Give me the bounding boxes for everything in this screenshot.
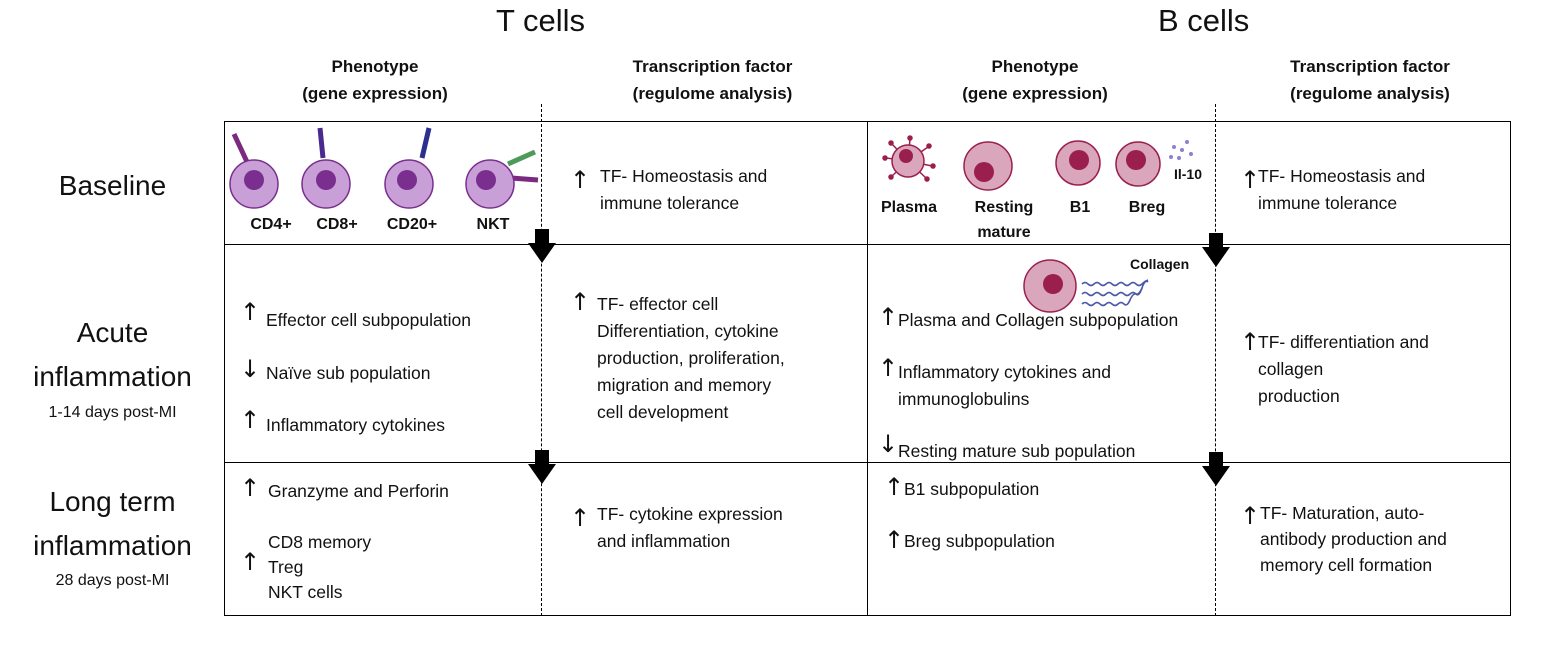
long-b-item-2: Breg subpopulation [904,531,1055,551]
up-arrow-icon: ↑ [240,474,261,502]
cd8-label: CD8+ [316,216,358,233]
nkt-cell-icon [465,149,539,209]
long-b-tf: TF- Maturation, auto-antibody production… [1260,503,1447,575]
nkt-label: NKT [476,216,510,233]
collagen-label: Collagen [1130,256,1190,272]
row-sub-long: 28 days post-MI [55,572,170,589]
b1-label: B1 [1069,199,1091,216]
up-arrow-icon: ↑ [1240,328,1261,356]
up-arrow-icon: ↑ [570,504,591,532]
collagen-cell-icon [1023,259,1077,313]
acute-b-item-3: Resting mature sub population [898,441,1136,461]
up-arrow-icon: ↑ [1240,502,1261,530]
b-tf-header: Transcription factor(regulome analysis) [1290,57,1450,103]
cd20-cell-icon [384,127,434,209]
up-arrow-icon: ↑ [878,303,899,331]
acute-t-item-2: Naïve sub population [266,363,431,383]
down-arrow-icon: ↓ [878,430,899,458]
down-arrow-icon [1202,452,1230,486]
collagen-cell-illustration [1023,259,1149,313]
up-arrow-icon: ↑ [240,406,261,434]
plasma-cell-icon [882,135,936,182]
resting-mature-cell-icon [963,141,1013,191]
down-arrow-icon [528,450,556,484]
down-arrow-icon: ↓ [240,355,261,383]
acute-t-item-3: Inflammatory cytokines [266,415,445,435]
acute-t-item-1: Effector cell subpopulation [266,310,471,330]
long-b-item-1: B1 subpopulation [904,479,1040,499]
cd4-label: CD4+ [250,216,292,233]
up-arrow-icon: ↑ [570,166,591,194]
cd8-cell-icon [301,127,351,209]
t-phenotype-header: Phenotype(gene expression) [302,57,448,103]
b-cell-illustrations [882,135,1193,191]
plasma-label: Plasma [880,199,938,216]
collagen-fibers-icon [1081,279,1149,307]
up-arrow-icon: ↑ [570,288,591,316]
group-divider [867,121,868,616]
il10-label: Il-10 [1173,166,1202,182]
down-arrow-icon [528,229,556,263]
up-arrow-icon: ↑ [884,526,905,554]
breg-label: Breg [1128,199,1166,216]
t-dashed-divider [541,104,542,616]
up-arrow-icon: ↑ [240,548,261,576]
breg-cell-icon [1115,141,1161,187]
row-label-baseline: Baseline [58,170,167,201]
up-arrow-icon: ↑ [240,298,261,326]
t-cells-title: T cells [496,3,586,38]
up-arrow-icon: ↑ [878,354,899,382]
b-phenotype-header: Phenotype(gene expression) [962,57,1108,103]
t-tf-header: Transcription factor(regulome analysis) [632,57,793,103]
acute-b-item-1: Plasma and Collagen subpopulation [898,310,1179,330]
b-dashed-divider [1215,104,1216,616]
up-arrow-icon: ↑ [1240,166,1261,194]
t-cell-illustrations [229,127,539,209]
b1-cell-icon [1055,140,1101,186]
row-sub-acute: 1-14 days post-MI [48,404,177,421]
b-cells-title: B cells [1158,3,1250,38]
il10-dots-icon [1169,140,1193,160]
up-arrow-icon: ↑ [884,473,905,501]
long-t-item-1: Granzyme and Perforin [268,481,449,501]
down-arrow-icon [1202,233,1230,267]
cd4-cell-icon [229,132,279,209]
cd20-label: CD20+ [386,216,438,233]
